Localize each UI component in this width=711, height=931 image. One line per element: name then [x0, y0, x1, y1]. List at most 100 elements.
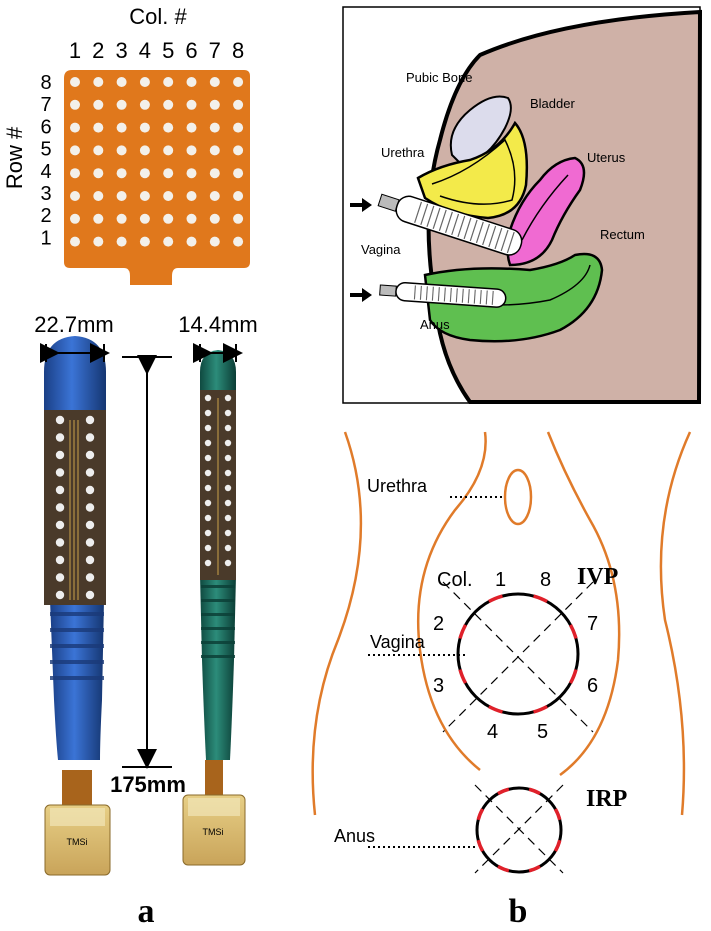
ivp-hatch [500, 229, 509, 252]
large-probe-ridge [50, 644, 104, 648]
large-probe-electrode [55, 555, 65, 565]
col-num-1: 1 [495, 569, 506, 591]
electrode-grid-dots [70, 77, 244, 247]
small-probe-ridge [201, 585, 235, 588]
large-probe-electrode [85, 503, 95, 512]
label-irp: IRP [586, 786, 627, 812]
large-probe-electrode [85, 415, 95, 425]
small-probe-electrode [204, 559, 212, 567]
ivp-hatch [482, 223, 491, 246]
ivp-hatch [457, 215, 466, 238]
small-probe: TMSi [182, 350, 246, 866]
large-probe-brand: TMSi [67, 837, 88, 847]
ivp-hatch [444, 211, 453, 234]
large-probe-electrode [55, 450, 65, 460]
small-probe-electrode [224, 469, 232, 477]
small-probe-handle [200, 575, 236, 760]
grid-electrode-dot [186, 77, 197, 87]
grid-electrode-dot [70, 77, 80, 87]
grid-col-number: 5 [162, 38, 174, 63]
electrode-arc [528, 864, 541, 873]
large-probe-electrode [85, 485, 95, 495]
grid-row-number: 7 [40, 94, 51, 116]
grid-electrode-dot [209, 122, 220, 133]
small-probe-electrode [204, 454, 212, 462]
ivp-probe-circle [456, 592, 580, 716]
grid-electrode-dot [116, 99, 127, 110]
outline-right-outer [659, 431, 692, 816]
ivp-hatch [432, 207, 441, 230]
grid-electrode-dot [233, 145, 244, 156]
outline-left-outer [311, 431, 363, 816]
small-probe-electrode [224, 409, 232, 417]
large-probe-electrode [85, 520, 95, 530]
large-probe-ridge [50, 660, 104, 664]
grid-electrode-dot [139, 122, 150, 133]
electrode-arc [497, 864, 510, 873]
col-num-6: 6 [587, 675, 598, 697]
electrode-arc [528, 787, 541, 796]
electrode-arc [488, 704, 503, 714]
electrode-arc [553, 808, 562, 821]
grid-electrode-dot [70, 168, 80, 179]
small-probe-electrode [224, 499, 232, 507]
large-probe-cap [44, 336, 106, 410]
ivp-hatch [506, 231, 515, 254]
irp-hatch [491, 290, 494, 305]
large-probe-electrode [55, 538, 65, 547]
electrode-arc [458, 624, 468, 639]
uterus-inner [521, 174, 569, 241]
grid-electrode-dot [139, 213, 150, 224]
insert-arrow-anus [350, 288, 372, 302]
label-pubic-bone: Pubic Bone [406, 70, 473, 85]
grid-electrode-dot [70, 99, 80, 110]
grid-electrode-dot [209, 236, 220, 247]
small-probe-ridge [201, 627, 235, 630]
label-anus-bottom: Anus [334, 826, 375, 846]
small-probe-electrode [204, 439, 212, 447]
grid-electrode-dot [70, 145, 80, 156]
irp-hatch [461, 288, 464, 303]
grid-electrode-dot [163, 122, 174, 133]
grid-electrode-dot [209, 77, 220, 87]
grid-electrode-dot [209, 168, 220, 179]
label-ivp: IVP [577, 564, 618, 590]
electrode-arc [476, 839, 485, 852]
outline-right-inner [546, 431, 621, 777]
small-probe-electrode [204, 409, 212, 417]
label-col: Col. [437, 569, 473, 591]
anatomy-diagram: Pubic Bone Bladder Urethra Uterus Vagina… [342, 6, 703, 404]
electrode-arc [497, 787, 510, 796]
grid-electrode-dot [139, 191, 150, 201]
label-bladder: Bladder [530, 96, 575, 111]
small-probe-electrodes [204, 394, 232, 575]
irp-hatch [431, 286, 434, 301]
width-small-label: 14.4mm [178, 312, 257, 337]
grid-electrode-dot [163, 236, 174, 247]
grid-electrode-dot [209, 191, 220, 201]
grid-row-number: 2 [40, 205, 51, 227]
small-probe-electrode [204, 484, 212, 492]
small-probe-electrode [224, 529, 232, 537]
grid-col-number: 1 [69, 38, 81, 63]
grid-electrode-dot [186, 236, 197, 247]
small-probe-electrode [204, 394, 212, 402]
label-urethra-top: Urethra [381, 145, 425, 160]
large-probe-electrode [55, 468, 65, 477]
small-probe-electrode [224, 439, 232, 447]
electrode-arc [568, 624, 578, 639]
irp-electrodes [476, 787, 562, 873]
grid-col-number: 7 [209, 38, 221, 63]
panel-a-letter: a [138, 893, 155, 930]
large-probe-electrode [55, 415, 65, 425]
length-label: 175mm [110, 772, 186, 797]
large-probe-electrodes [55, 415, 95, 600]
ivp-hatch [494, 227, 503, 250]
grid-electrode-dot [93, 122, 104, 133]
electrode-arc [553, 839, 562, 852]
grid-col-number: 6 [185, 38, 197, 63]
large-probe-electrode [85, 450, 95, 460]
grid-col-number: 4 [139, 38, 151, 63]
